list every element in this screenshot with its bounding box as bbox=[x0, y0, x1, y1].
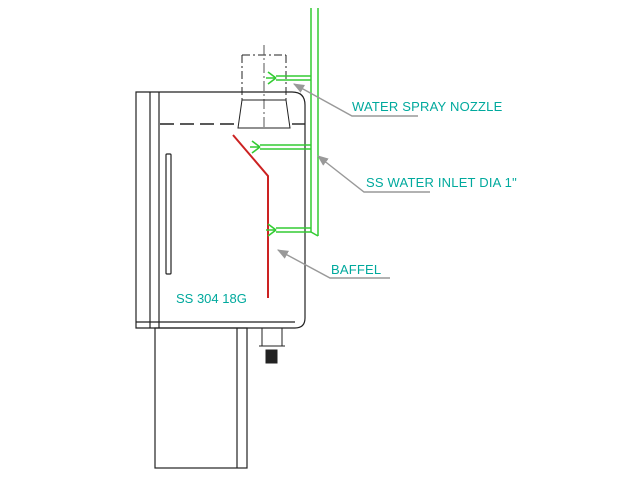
tank-housing bbox=[135, 91, 306, 329]
leader-baffle bbox=[277, 249, 390, 279]
exhaust-duct bbox=[237, 45, 291, 130]
leader-water-inlet bbox=[317, 155, 430, 193]
door-handle bbox=[165, 153, 172, 275]
baffle-plate bbox=[232, 134, 269, 298]
label-water-inlet: SS WATER INLET DIA 1" bbox=[366, 175, 517, 190]
spray-nozzle-top bbox=[266, 71, 277, 85]
label-water-spray-nozzle: WATER SPRAY NOZZLE bbox=[352, 99, 503, 114]
drain-valve bbox=[265, 349, 278, 364]
stand-body bbox=[154, 327, 248, 469]
spray-nozzle-bottom bbox=[266, 223, 277, 237]
leader-lines bbox=[277, 83, 430, 279]
spray-nozzle-middle bbox=[250, 140, 261, 154]
spray-hopper bbox=[237, 99, 291, 129]
water-pipe-network bbox=[260, 8, 319, 237]
tank-outline bbox=[135, 91, 306, 329]
leader-water-spray-nozzle bbox=[293, 83, 418, 117]
support-stand bbox=[154, 327, 248, 469]
label-baffle: BAFFEL bbox=[331, 262, 381, 277]
drain-outlet bbox=[259, 328, 285, 364]
label-material: SS 304 18G bbox=[176, 291, 247, 306]
